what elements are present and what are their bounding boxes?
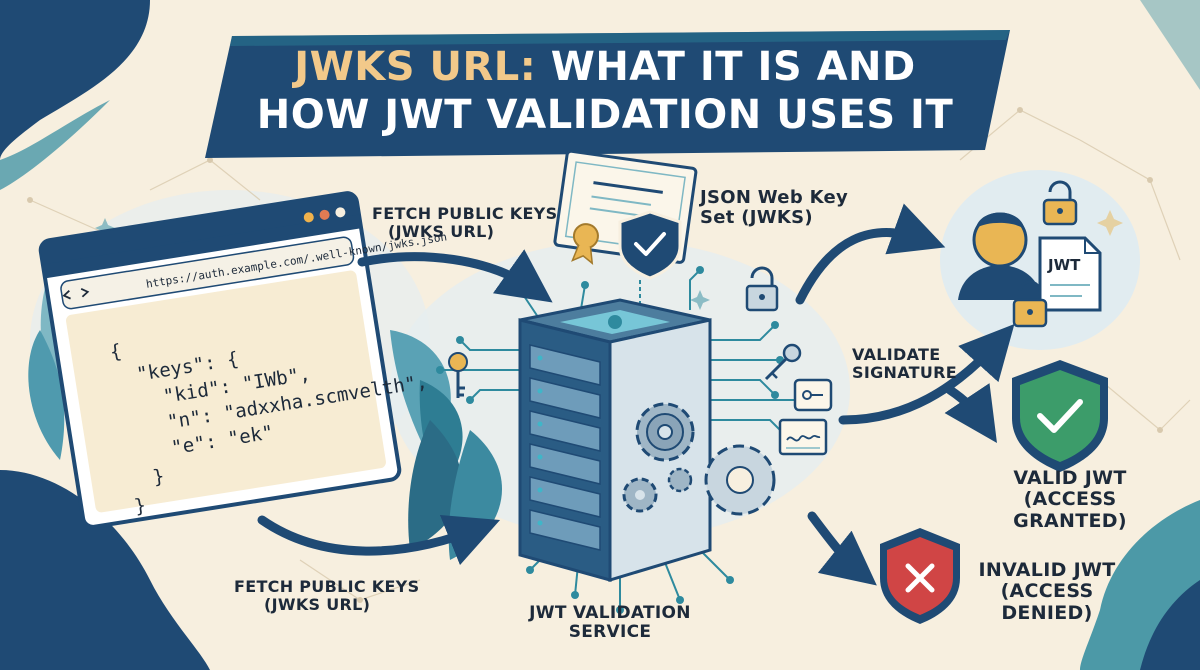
validate-signature-label: VALIDATE SIGNATURE bbox=[852, 346, 957, 382]
fetch-keys-top-line-1: FETCH PUBLIC KEYS bbox=[372, 204, 558, 223]
key-icon-left bbox=[448, 352, 468, 398]
validation-service-label: JWT VALIDATION SERVICE bbox=[510, 603, 710, 643]
invalid-jwt-title: INVALID JWT bbox=[978, 559, 1116, 581]
title-banner-shape bbox=[205, 30, 1010, 158]
valid-jwt-label: VALID JWT (Access Granted) bbox=[990, 467, 1150, 532]
valid-jwt-subtitle: (Access Granted) bbox=[1013, 488, 1127, 532]
signature-doc-icon bbox=[778, 418, 828, 456]
jwks-shield-icon bbox=[618, 210, 682, 315]
validation-service-line-2: SERVICE bbox=[568, 622, 652, 643]
validate-signature-line-1: VALIDATE bbox=[852, 345, 941, 364]
title-line-1-rest: WHAT IT IS AND bbox=[536, 44, 916, 90]
title-line-1: JWKS URL: WHAT IT IS AND bbox=[200, 44, 1010, 90]
key-card-icon bbox=[793, 378, 833, 412]
title-accent: JWKS URL: bbox=[294, 44, 537, 90]
gear-icon bbox=[622, 402, 776, 516]
valid-jwt-title: VALID JWT bbox=[1013, 467, 1127, 489]
invalid-jwt-label: INVALID JWT (Access Denied) bbox=[962, 559, 1132, 624]
jwks-label-line-1: JSON Web Key bbox=[700, 187, 849, 208]
validation-service-line-1: JWT VALIDATION bbox=[529, 603, 691, 623]
jwt-document-icon bbox=[1038, 236, 1102, 312]
server-icon bbox=[518, 298, 712, 583]
validate-signature-line-2: SIGNATURE bbox=[852, 362, 957, 382]
browser-window bbox=[38, 191, 402, 529]
title-line-2: HOW JWT VALIDATION USES IT bbox=[256, 92, 954, 138]
fetch-keys-label-top: FETCH PUBLIC KEYS (JWKS URL) bbox=[372, 205, 557, 241]
title-banner: JWKS URL: WHAT IT IS AND HOW JWT VALIDAT… bbox=[200, 26, 1010, 152]
padlock-gold-icon bbox=[1042, 180, 1078, 226]
fetch-keys-bottom-line-1: FETCH PUBLIC KEYS bbox=[234, 577, 420, 596]
padlock-user-icon bbox=[1012, 280, 1048, 328]
lock-icon bbox=[745, 266, 779, 312]
valid-shield-icon bbox=[1012, 360, 1108, 472]
invalid-shield-icon bbox=[880, 528, 960, 624]
key-icon-right bbox=[764, 343, 802, 381]
fetch-keys-bottom-line-2: (JWKS URL) bbox=[264, 594, 371, 614]
fetch-keys-label-bottom: FETCH PUBLIC KEYS (JWKS URL) bbox=[234, 578, 419, 614]
jwks-label: JSON Web Key Set (JWKS) bbox=[700, 187, 849, 229]
flow-arrows bbox=[257, 203, 1015, 586]
jwt-document-label: JWT bbox=[1048, 256, 1081, 274]
fetch-keys-top-line-2: (JWKS URL) bbox=[388, 221, 495, 241]
jwks-label-line-2: Set (JWKS) bbox=[700, 207, 813, 229]
invalid-jwt-subtitle: (Access Denied) bbox=[1000, 580, 1094, 624]
